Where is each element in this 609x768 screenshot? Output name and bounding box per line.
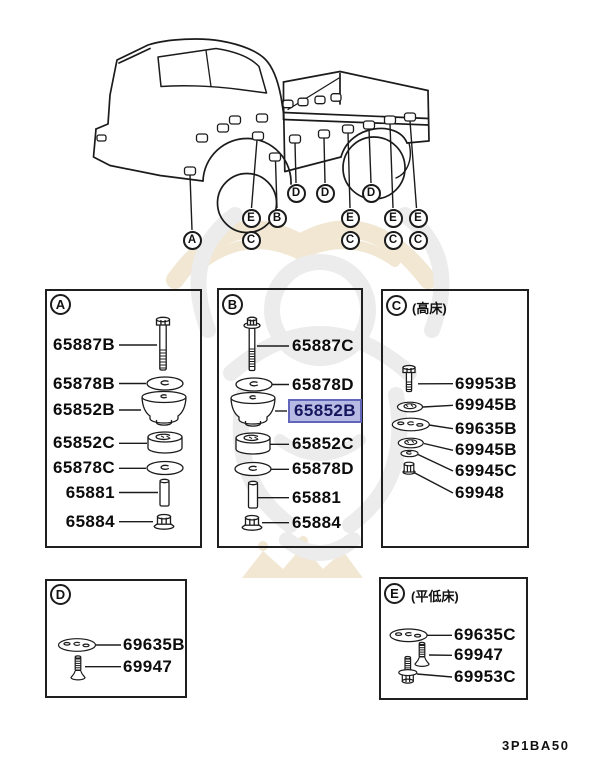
part-number-label[interactable]: 65878D	[292, 459, 354, 479]
callout-e: E	[383, 208, 403, 228]
parts-group-e: E (平低床) 69635C 69947 69953C	[379, 577, 528, 700]
part-number-label[interactable]: 65852B	[53, 400, 115, 419]
washer-icon	[234, 461, 272, 477]
group-letter-e: E	[384, 583, 405, 604]
flange-nut-icon	[153, 513, 175, 530]
part-number-label[interactable]: 65852C	[53, 433, 115, 453]
stake-pockets	[282, 93, 342, 109]
screw-icon	[414, 641, 430, 668]
part-number-label[interactable]: 65884	[292, 512, 342, 532]
group-e-art	[389, 628, 453, 684]
part-number-label[interactable]: 69947	[123, 656, 173, 676]
group-d-art	[57, 638, 121, 681]
part-number-label-highlighted[interactable]: 65852B	[288, 399, 362, 423]
callout-c: C	[408, 230, 428, 250]
plate-washer-icon	[57, 638, 97, 652]
washer-icon	[396, 401, 424, 413]
parts-group-c: C (高床) 69953B 69945B 69635B 69945B 69945…	[381, 289, 529, 548]
part-number-label[interactable]: 65887C	[292, 336, 354, 355]
part-number-label[interactable]: 69948	[455, 483, 505, 502]
callout-b: B	[267, 208, 287, 228]
parts-group-b: B 65887C 65878D 65852B 65852C 65878D 658…	[217, 288, 363, 548]
part-number-label[interactable]: 69635B	[455, 418, 517, 438]
group-letter-d: D	[50, 584, 71, 605]
part-number-label[interactable]: 69947	[454, 645, 504, 665]
callout-c: C	[340, 230, 360, 250]
parts-group-a: A 65887B 65878B 65852B 65852C 65878C 658…	[45, 289, 202, 548]
cushion-mount-icon	[141, 390, 187, 426]
callout-c: C	[241, 230, 261, 250]
callout-d: D	[286, 183, 306, 203]
part-number-label[interactable]: 69945C	[455, 461, 517, 480]
part-number-label[interactable]: 69953B	[455, 373, 517, 393]
nut-icon	[402, 461, 416, 475]
part-number-label[interactable]: 65878B	[53, 373, 115, 393]
part-number-label[interactable]: 69953C	[454, 667, 516, 686]
plate-washer-icon	[391, 417, 430, 432]
washer-icon	[397, 437, 424, 449]
part-number-label[interactable]: 65884	[65, 511, 115, 531]
flange-bolt-icon	[243, 316, 261, 372]
callout-a: A	[182, 230, 202, 250]
diagram-code: 3P1BA50	[502, 738, 570, 753]
part-number-label[interactable]: 69635B	[123, 635, 185, 655]
part-number-label[interactable]: 69945B	[455, 395, 517, 415]
cushion-mount-icon	[230, 391, 276, 427]
screw-icon	[70, 655, 86, 681]
plate-washer-icon	[389, 628, 428, 643]
washer-icon	[146, 376, 184, 391]
parts-group-d: D 69635B 69947	[45, 579, 187, 698]
spacer-cushion-icon	[235, 432, 271, 455]
washer-icon	[146, 460, 184, 476]
collar-icon	[247, 480, 259, 509]
washer-icon	[235, 377, 273, 392]
group-c-art	[391, 364, 454, 494]
crest-watermark	[190, 207, 450, 561]
cab-side-clips	[195, 113, 269, 143]
collar-icon	[159, 478, 170, 507]
part-number-label[interactable]: 65887B	[53, 335, 115, 354]
group-a-art	[119, 316, 187, 530]
part-number-label[interactable]: 65878C	[53, 458, 115, 478]
group-letter-c: C	[386, 295, 407, 316]
part-number-label[interactable]: 65881	[65, 482, 115, 502]
callout-d: D	[315, 183, 335, 203]
part-number-label[interactable]: 65878D	[292, 374, 354, 394]
callout-d: D	[361, 183, 381, 203]
group-c-subtitle: (高床)	[412, 301, 447, 316]
group-letter-a: A	[50, 294, 71, 315]
part-number-label[interactable]: 69945B	[455, 440, 517, 460]
mount-point-markers	[183, 112, 417, 176]
group-e-subtitle: (平低床)	[411, 589, 459, 604]
hex-bolt-icon	[155, 316, 171, 371]
callout-e: E	[408, 208, 428, 228]
flange-bolt-icon	[398, 655, 418, 684]
hex-bolt-icon	[402, 364, 416, 393]
part-number-label[interactable]: 65881	[292, 487, 342, 507]
part-number-label[interactable]: 65852C	[292, 434, 354, 454]
part-number-label[interactable]: 69635C	[454, 625, 516, 645]
callout-c: C	[383, 230, 403, 250]
small-washer-icon	[400, 449, 419, 458]
callout-e: E	[241, 208, 261, 228]
flange-nut-icon	[241, 514, 263, 531]
callout-e: E	[340, 208, 360, 228]
callout-leader-lines	[189, 120, 418, 231]
group-letter-b: B	[222, 294, 243, 315]
group-b-art	[230, 316, 289, 531]
spacer-cushion-icon	[147, 431, 183, 454]
